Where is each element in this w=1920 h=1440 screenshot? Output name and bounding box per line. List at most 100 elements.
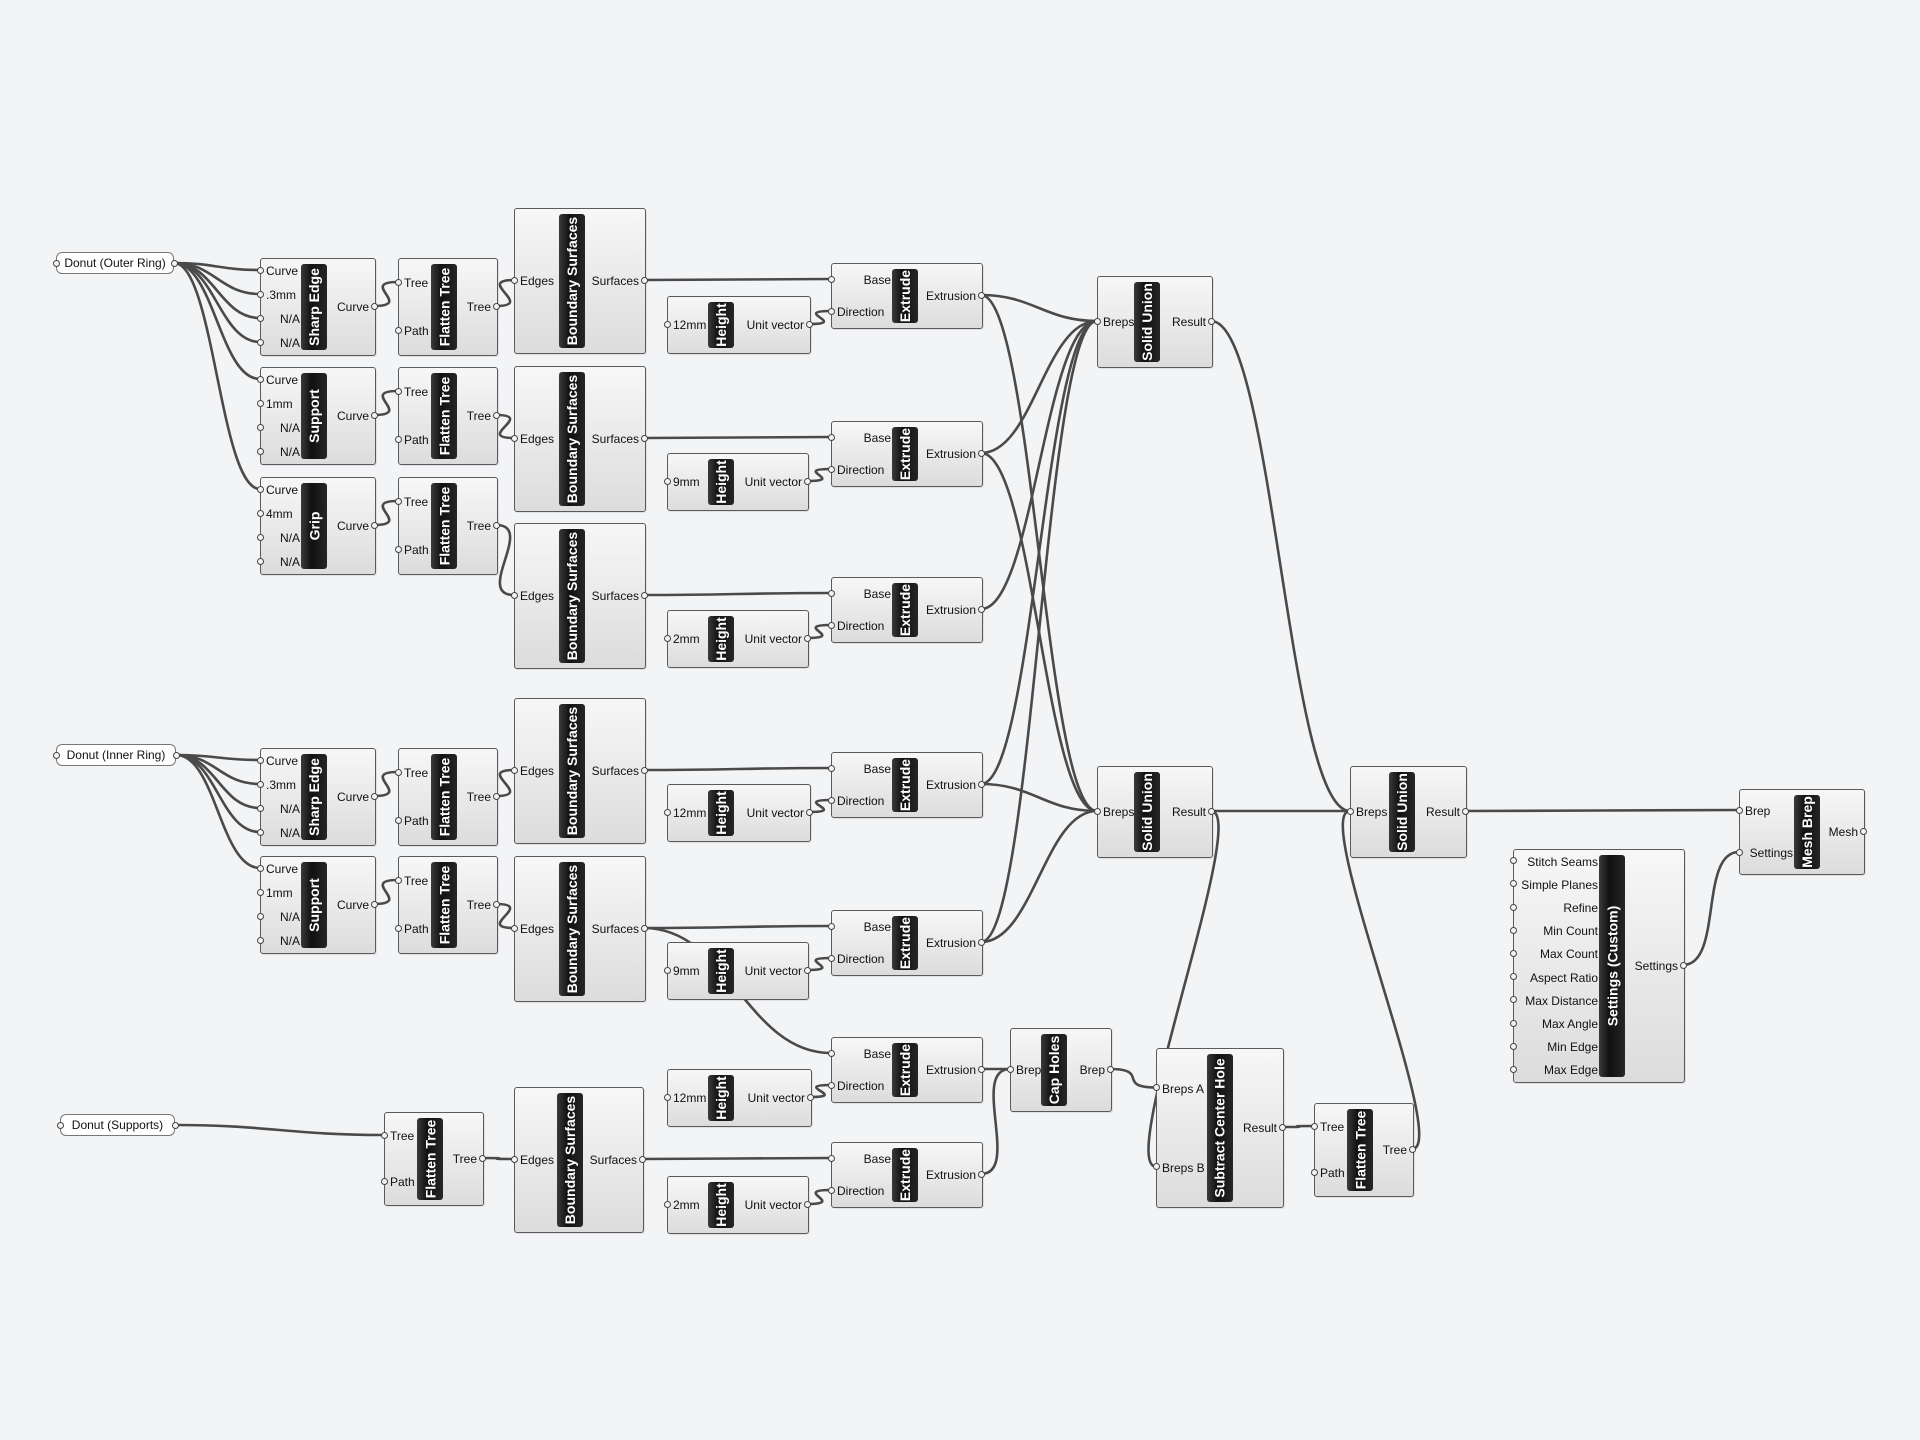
input-pin[interactable] [394, 435, 402, 443]
input-pin[interactable] [827, 1154, 835, 1162]
output-pin[interactable] [1461, 807, 1469, 815]
output-pin[interactable] [640, 276, 648, 284]
output-pin[interactable] [492, 411, 500, 419]
input-pin[interactable] [256, 314, 264, 322]
output-pin[interactable] [170, 259, 178, 267]
input-pin[interactable] [256, 888, 264, 896]
input-pin[interactable] [663, 966, 671, 974]
output-pin[interactable] [977, 291, 985, 299]
input-pin[interactable] [394, 924, 402, 932]
input-pin[interactable] [827, 954, 835, 962]
input-pin[interactable] [1310, 1168, 1318, 1176]
output-pin[interactable] [803, 634, 811, 642]
input-pin[interactable] [510, 766, 518, 774]
input-pin[interactable] [256, 780, 264, 788]
input-pin[interactable] [1152, 1084, 1160, 1091]
input-pin[interactable] [52, 751, 60, 759]
input-pin[interactable] [56, 1121, 64, 1129]
output-pin[interactable] [492, 302, 500, 310]
output-pin[interactable] [1679, 961, 1687, 969]
input-pin[interactable] [1735, 806, 1743, 814]
input-pin[interactable] [256, 290, 264, 298]
input-pin[interactable] [256, 485, 264, 493]
output-pin[interactable] [1278, 1123, 1286, 1131]
input-pin[interactable] [663, 808, 671, 816]
input-pin[interactable] [827, 922, 835, 930]
input-pin[interactable] [1509, 1065, 1517, 1073]
input-pin[interactable] [510, 591, 518, 599]
input-pin[interactable] [394, 326, 402, 334]
input-pin[interactable] [510, 924, 518, 932]
output-pin[interactable] [805, 320, 813, 328]
input-pin[interactable] [1509, 926, 1517, 934]
input-pin[interactable] [256, 557, 264, 565]
input-pin[interactable] [394, 816, 402, 824]
input-pin[interactable] [827, 621, 835, 629]
input-pin[interactable] [256, 864, 264, 872]
input-pin[interactable] [1735, 848, 1743, 856]
output-pin[interactable] [492, 792, 500, 800]
input-pin[interactable] [256, 423, 264, 431]
input-pin[interactable] [1509, 949, 1517, 957]
output-pin[interactable] [1207, 807, 1215, 815]
output-pin[interactable] [1207, 317, 1215, 325]
output-pin[interactable] [640, 766, 648, 774]
output-pin[interactable] [640, 591, 648, 599]
output-pin[interactable] [803, 966, 811, 974]
input-pin[interactable] [827, 1049, 835, 1057]
output-pin[interactable] [806, 1093, 814, 1101]
input-pin[interactable] [1509, 996, 1517, 1004]
output-pin[interactable] [492, 521, 500, 529]
input-pin[interactable] [827, 465, 835, 473]
param-donut-inner-ring[interactable]: Donut (Inner Ring) [56, 744, 176, 766]
output-pin[interactable] [370, 900, 378, 908]
input-pin[interactable] [380, 1131, 388, 1139]
input-pin[interactable] [256, 399, 264, 407]
input-pin[interactable] [663, 1200, 671, 1208]
input-pin[interactable] [256, 912, 264, 920]
input-pin[interactable] [1093, 317, 1101, 325]
input-pin[interactable] [256, 533, 264, 541]
output-pin[interactable] [977, 449, 985, 457]
input-pin[interactable] [1093, 807, 1101, 815]
output-pin[interactable] [640, 434, 648, 442]
input-pin[interactable] [663, 634, 671, 642]
output-pin[interactable] [638, 1155, 646, 1163]
param-donut-supports[interactable]: Donut (Supports) [60, 1114, 175, 1136]
input-pin[interactable] [256, 936, 264, 944]
input-pin[interactable] [256, 447, 264, 455]
input-pin[interactable] [827, 796, 835, 804]
input-pin[interactable] [510, 434, 518, 442]
output-pin[interactable] [492, 900, 500, 908]
input-pin[interactable] [827, 307, 835, 315]
input-pin[interactable] [827, 275, 835, 283]
output-pin[interactable] [977, 1170, 985, 1178]
input-pin[interactable] [1310, 1122, 1318, 1130]
output-pin[interactable] [370, 792, 378, 800]
input-pin[interactable] [827, 433, 835, 441]
input-pin[interactable] [256, 338, 264, 346]
input-pin[interactable] [256, 509, 264, 517]
input-pin[interactable] [1509, 880, 1517, 888]
output-pin[interactable] [803, 477, 811, 485]
output-pin[interactable] [640, 924, 648, 932]
input-pin[interactable] [827, 1081, 835, 1089]
